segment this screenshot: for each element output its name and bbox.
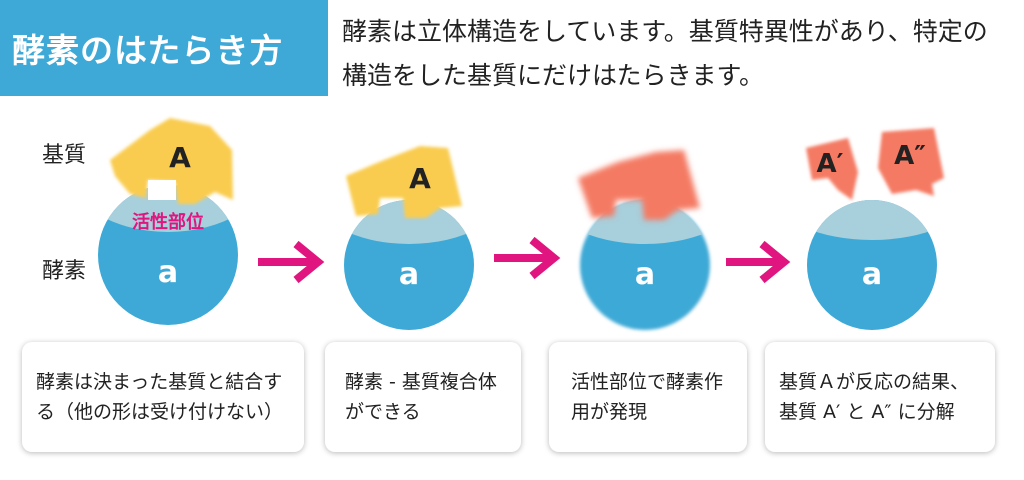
caption-text-3: 活性部位で酵素作用が発現 bbox=[571, 371, 724, 423]
product-shape-2 bbox=[878, 128, 944, 196]
stage-1: A 活性部位 a bbox=[98, 118, 238, 325]
product-letter-2: A″ bbox=[894, 141, 926, 171]
arrow-3 bbox=[726, 240, 791, 284]
arrow-2 bbox=[494, 236, 561, 280]
enzyme-letter: a bbox=[862, 257, 882, 292]
substrate-label: 基質 bbox=[42, 143, 87, 168]
caption-text-2: 酵素 - 基質複合体ができる bbox=[345, 371, 497, 423]
caption-text-4: 基質Ａが反応の結果、基質 A′ と A″ に分解 bbox=[779, 371, 970, 423]
stage-2: A a bbox=[344, 146, 474, 330]
caption-card-1: 酵素は決まった基質と結合する（他の形は受け付けない） bbox=[22, 342, 304, 452]
product-letter-1: A′ bbox=[817, 149, 844, 179]
product-shape-1 bbox=[806, 138, 858, 200]
enzyme-letter: a bbox=[635, 257, 655, 292]
page-title: 酵素のはたらき方 bbox=[0, 0, 328, 96]
stage-4: A′ A″ a bbox=[806, 128, 944, 330]
caption-card-2: 酵素 - 基質複合体ができる bbox=[325, 342, 521, 452]
intro-text: 酵素は立体構造をしています。基質特異性があり、特定の構造をした基質にだけはたらき… bbox=[342, 17, 988, 90]
caption-card-4: 基質Ａが反応の結果、基質 A′ と A″ に分解 bbox=[765, 342, 995, 452]
substrate-shape bbox=[346, 146, 462, 218]
product-shape bbox=[578, 150, 700, 220]
arrow-1 bbox=[258, 240, 325, 284]
enzyme-letter: a bbox=[158, 255, 178, 290]
substrate-letter: A bbox=[169, 141, 191, 174]
caption-card-3: 活性部位で酵素作用が発現 bbox=[549, 342, 747, 452]
substrate-shape bbox=[110, 118, 233, 204]
active-site-label: 活性部位 bbox=[132, 211, 204, 233]
caption-text-1: 酵素は決まった基質と結合する（他の形は受け付けない） bbox=[36, 371, 284, 423]
enzyme-label: 酵素 bbox=[42, 259, 87, 284]
stage-3: a bbox=[578, 150, 710, 330]
substrate-letter: A bbox=[409, 162, 431, 195]
enzyme-letter: a bbox=[399, 257, 419, 292]
